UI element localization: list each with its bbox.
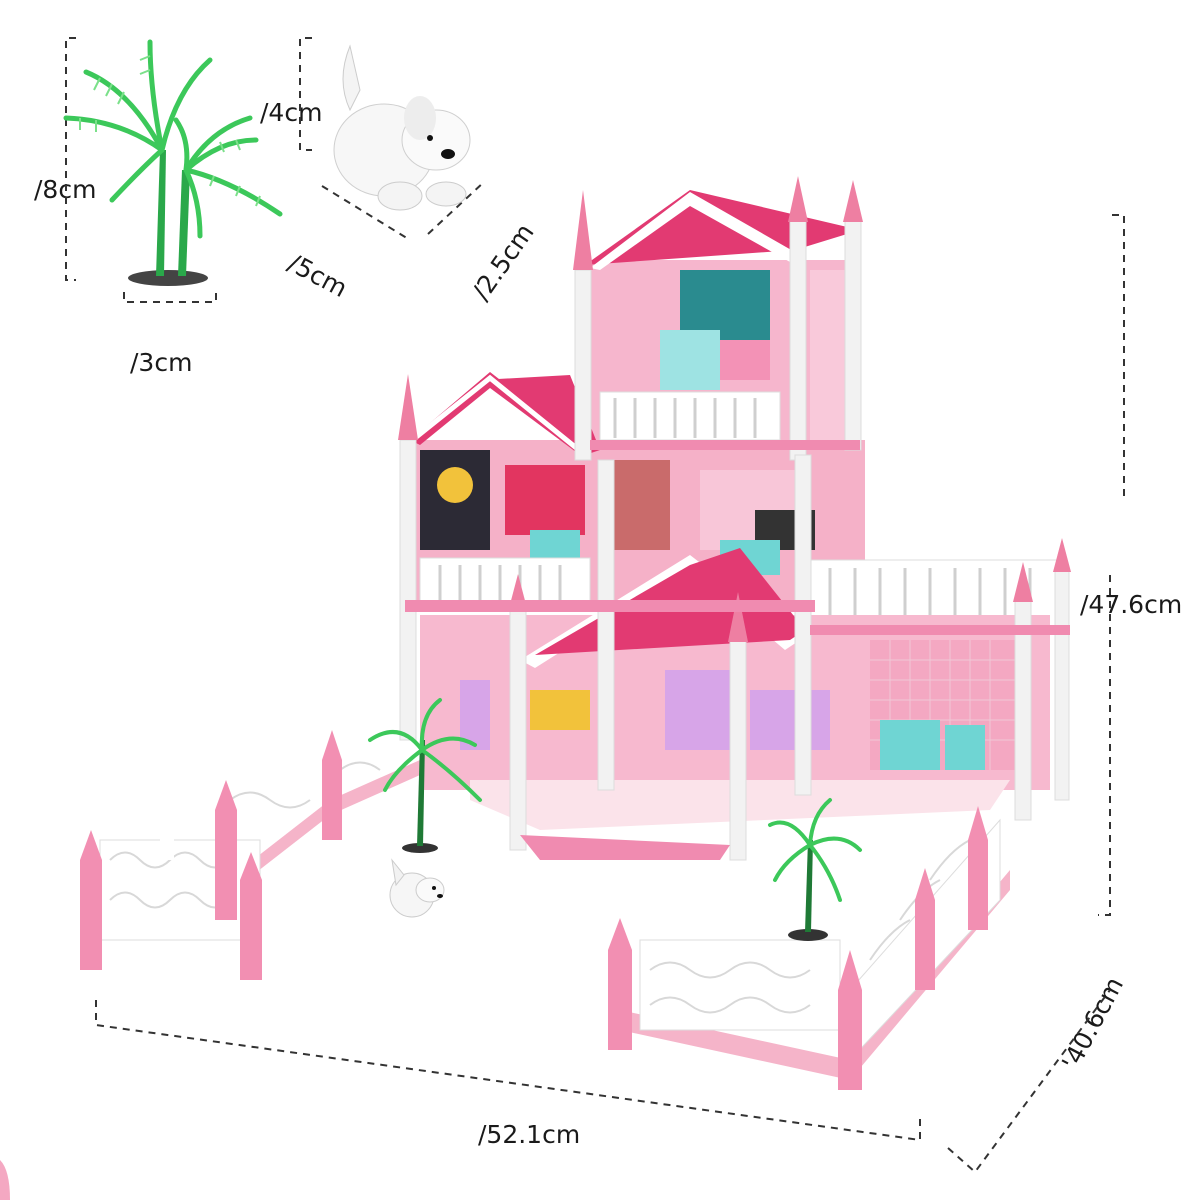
house-height-label: /47.6cm	[1080, 590, 1183, 619]
dog-figure-icon	[333, 44, 471, 211]
dimension-lines	[65, 37, 1125, 1174]
palm-tree-icon	[63, 39, 283, 286]
dog-height-label: /4cm	[260, 98, 323, 127]
house-width-label: /52.1cm	[478, 1120, 581, 1149]
yard-tree-left-icon	[368, 698, 482, 853]
dollhouse	[398, 176, 1071, 861]
fence-left	[80, 730, 420, 980]
fence-right	[608, 806, 1010, 1090]
tree-base-label: /3cm	[130, 348, 193, 377]
yard-tree-right-icon	[768, 798, 862, 941]
yard-dog-icon	[389, 858, 445, 918]
